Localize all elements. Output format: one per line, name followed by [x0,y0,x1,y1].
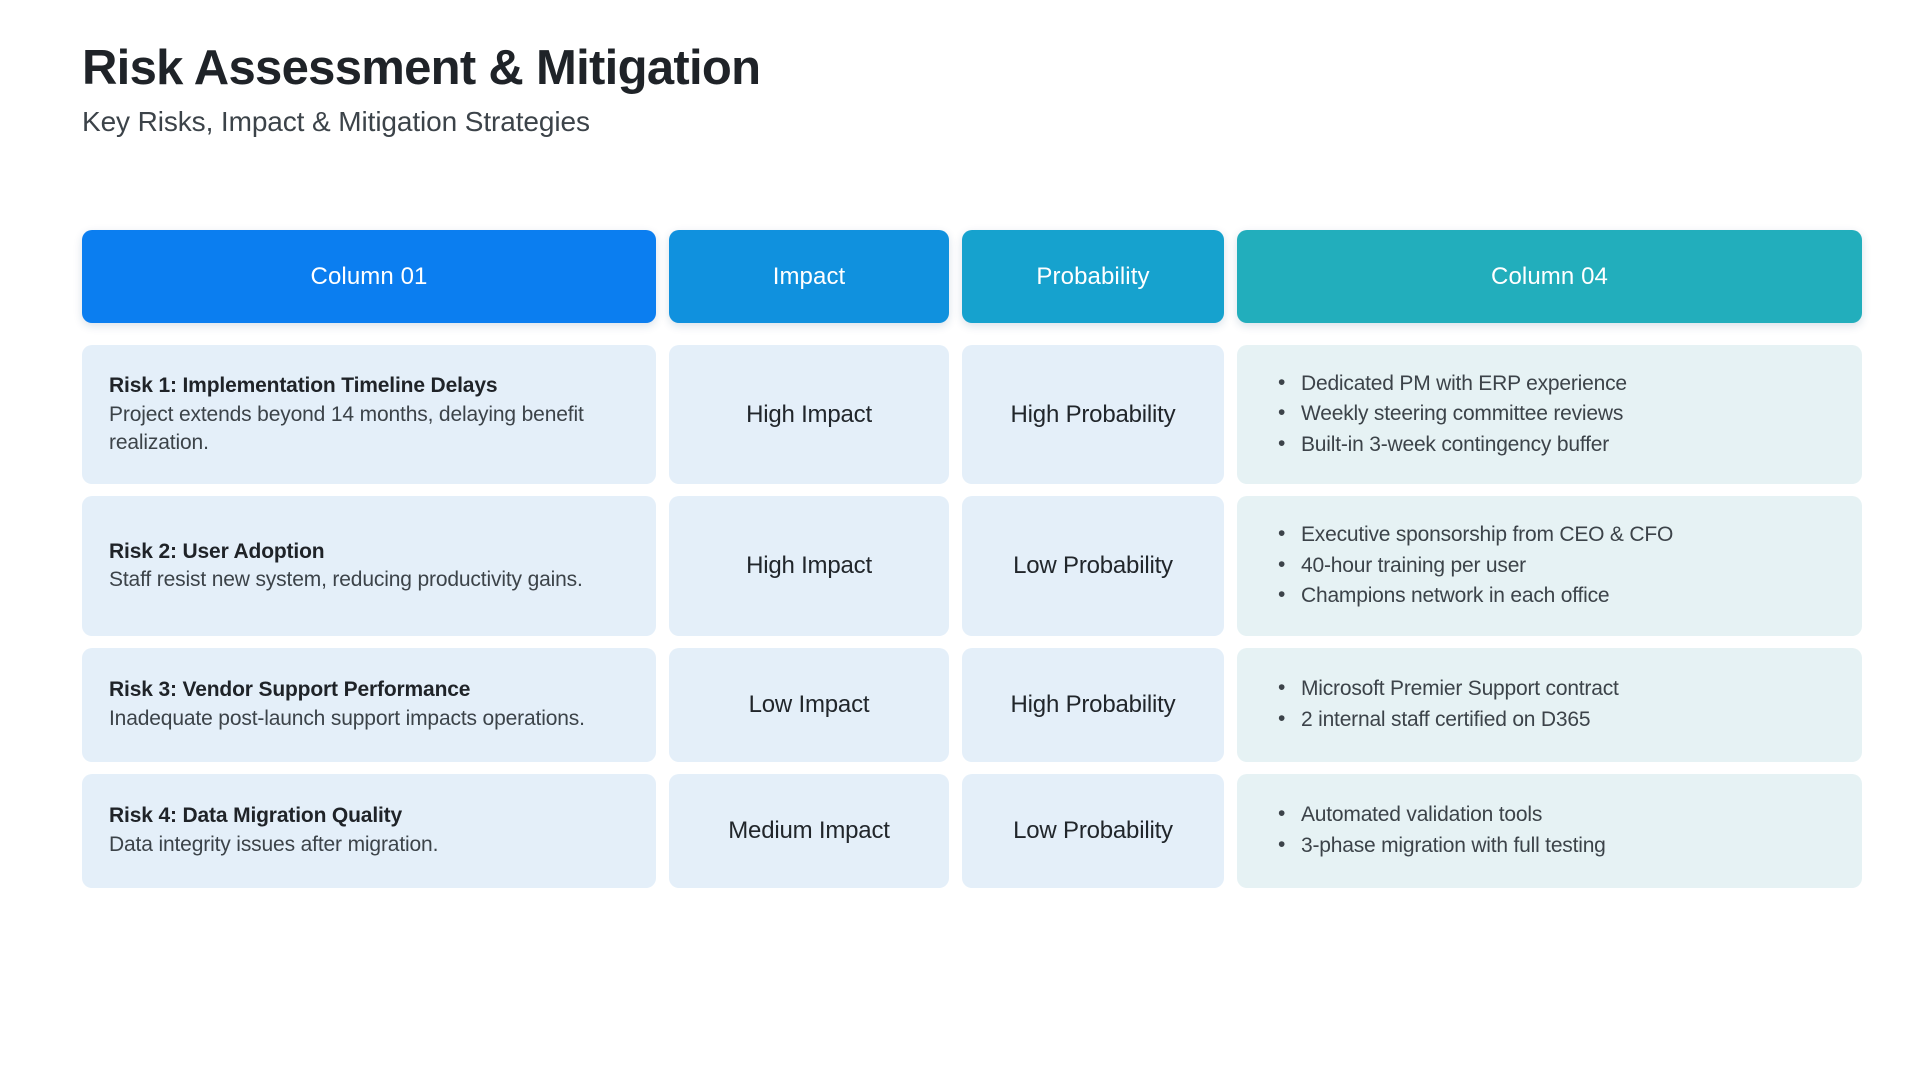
risk-title: Risk 1: Implementation Timeline Delays [109,374,498,398]
column-header-3[interactable]: Probability [962,230,1224,323]
impact-value: Medium Impact [728,816,890,844]
mitigation-cell[interactable]: Executive sponsorship from CEO & CFO40-h… [1237,496,1862,636]
risk-description: Inadequate post-launch support impacts o… [109,707,585,731]
title-block: Risk Assessment & Mitigation Key Risks, … [82,40,761,139]
mitigation-item: Champions network in each office [1270,580,1835,611]
probability-cell[interactable]: Low Probability [962,496,1224,636]
column-header-4[interactable]: Column 04 [1237,230,1862,323]
risk-description: Staff resist new system, reducing produc… [109,568,583,592]
mitigation-list: Dedicated PM with ERP experienceWeekly s… [1264,368,1835,460]
probability-value: Low Probability [1013,551,1173,579]
probability-value: High Probability [1010,690,1176,718]
mitigation-item: Dedicated PM with ERP experience [1270,368,1835,399]
impact-value: High Impact [746,551,872,579]
column-header-2-label: Impact [772,262,846,290]
impact-cell[interactable]: High Impact [669,345,949,485]
risk-description: Data integrity issues after migration. [109,833,439,857]
column-header-2[interactable]: Impact [669,230,949,323]
probability-value: High Probability [1010,400,1176,428]
impact-value: High Impact [746,400,872,428]
impact-cell[interactable]: Medium Impact [669,773,949,888]
column-header-1[interactable]: Column 01 [82,230,656,323]
probability-cell[interactable]: High Probability [962,647,1224,762]
mitigation-item: Microsoft Premier Support contract [1270,673,1835,704]
mitigation-list: Microsoft Premier Support contract2 inte… [1264,673,1835,735]
mitigation-item: Weekly steering committee reviews [1270,398,1835,429]
risk-table: Column 01 Impact Probability Column 04 R… [82,230,1862,888]
table-header-row: Column 01 Impact Probability Column 04 [82,230,1862,323]
probability-value: Low Probability [1013,816,1173,844]
risk-title: Risk 4: Data Migration Quality [109,804,403,828]
column-header-3-label: Probability [1036,262,1150,290]
mitigation-item: Executive sponsorship from CEO & CFO [1270,519,1835,550]
mitigation-item: Built-in 3-week contingency buffer [1270,429,1835,460]
probability-cell[interactable]: High Probability [962,345,1224,485]
column-header-1-label: Column 01 [310,262,428,290]
mitigation-list: Executive sponsorship from CEO & CFO40-h… [1264,519,1835,611]
mitigation-item: 3-phase migration with full testing [1270,830,1835,861]
mitigation-cell[interactable]: Microsoft Premier Support contract2 inte… [1237,647,1862,762]
page-subtitle: Key Risks, Impact & Mitigation Strategie… [82,106,590,138]
probability-cell[interactable]: Low Probability [962,773,1224,888]
impact-value: Low Impact [748,690,870,718]
impact-cell[interactable]: Low Impact [669,647,949,762]
mitigation-list: Automated validation tools3-phase migrat… [1264,799,1835,861]
mitigation-cell[interactable]: Dedicated PM with ERP experienceWeekly s… [1237,345,1862,485]
column-header-4-label: Column 04 [1491,262,1608,290]
mitigation-cell[interactable]: Automated validation tools3-phase migrat… [1237,773,1862,888]
risk-title: Risk 2: User Adoption [109,539,325,563]
mitigation-item: Automated validation tools [1270,799,1835,830]
risk-title: Risk 3: Vendor Support Performance [109,678,471,702]
page-title: Risk Assessment & Mitigation [82,41,761,95]
impact-cell[interactable]: High Impact [669,496,949,636]
mitigation-item: 2 internal staff certified on D365 [1270,704,1835,735]
risk-description: Project extends beyond 14 months, delayi… [109,403,584,455]
mitigation-item: 40-hour training per user [1270,550,1835,581]
